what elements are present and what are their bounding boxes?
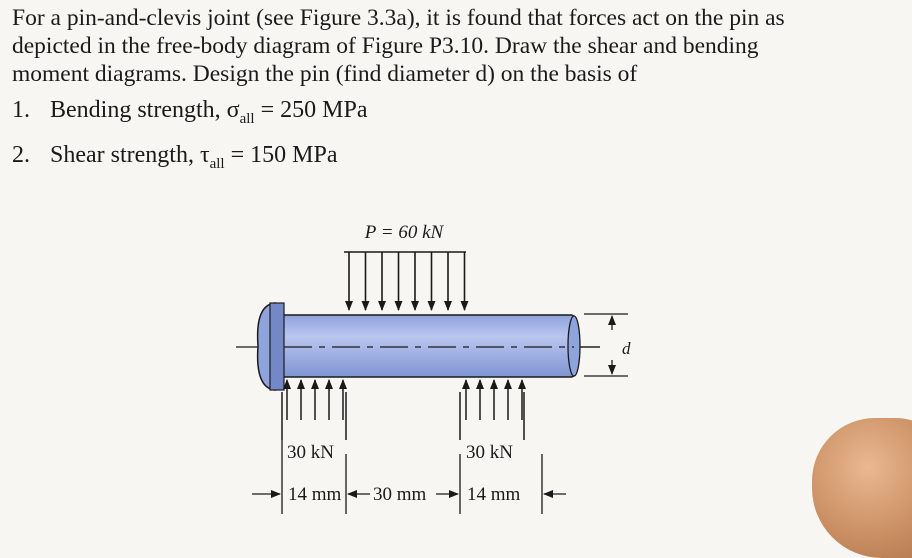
right-reaction-label: 30 kN (466, 442, 513, 463)
diameter-dimension (584, 313, 628, 377)
pin-body (256, 302, 581, 391)
right-support-arrows (459, 379, 526, 440)
criterion-bending: 1. Bending strength, σall = 250 MPa (12, 96, 907, 133)
item-text: Shear strength, τ (50, 141, 210, 168)
left-reaction-label: 30 kN (287, 442, 334, 463)
pin-shank (274, 314, 576, 378)
pin-chamfer (567, 315, 581, 377)
item-subscript: all (209, 155, 225, 172)
paragraph-line-2: depicted in the free-body diagram of Fig… (12, 33, 759, 59)
item-subscript: all (239, 110, 255, 127)
problem-statement: For a pin-and-clevis joint (see Figure 3… (12, 4, 907, 178)
dim-left-label: 14 mm (288, 484, 342, 505)
item-number: 1. (12, 97, 30, 123)
left-support-arrows (281, 379, 347, 440)
problem-paragraph: For a pin-and-clevis joint (see Figure 3… (12, 4, 907, 88)
criterion-shear: 2. Shear strength, τall = 150 MPa (12, 141, 907, 178)
item-value: = 150 MPa (224, 141, 338, 168)
criteria-list: 1. Bending strength, σall = 250 MPa 2. S… (12, 96, 907, 178)
length-dimensions (252, 440, 566, 514)
item-text: Bending strength, σ (50, 97, 240, 123)
dim-middle-label: 30 mm (373, 484, 427, 505)
pin-free-body-diagram: P = 60 kN d 30 kN 30 kN (236, 222, 631, 514)
load-label: P = 60 kN (364, 222, 445, 243)
item-value: = 250 MPa (254, 97, 368, 123)
paragraph-line-3: moment diagrams. Design the pin (find di… (12, 61, 638, 87)
thumb-photo (812, 418, 912, 558)
item-number: 2. (12, 141, 30, 168)
dim-right-label: 14 mm (467, 484, 521, 505)
pin-head-rim (269, 302, 285, 391)
paragraph-line-1: For a pin-and-clevis joint (see Figure 3… (12, 5, 785, 31)
diameter-label: d (622, 339, 631, 358)
distributed-load-arrows (344, 251, 469, 311)
